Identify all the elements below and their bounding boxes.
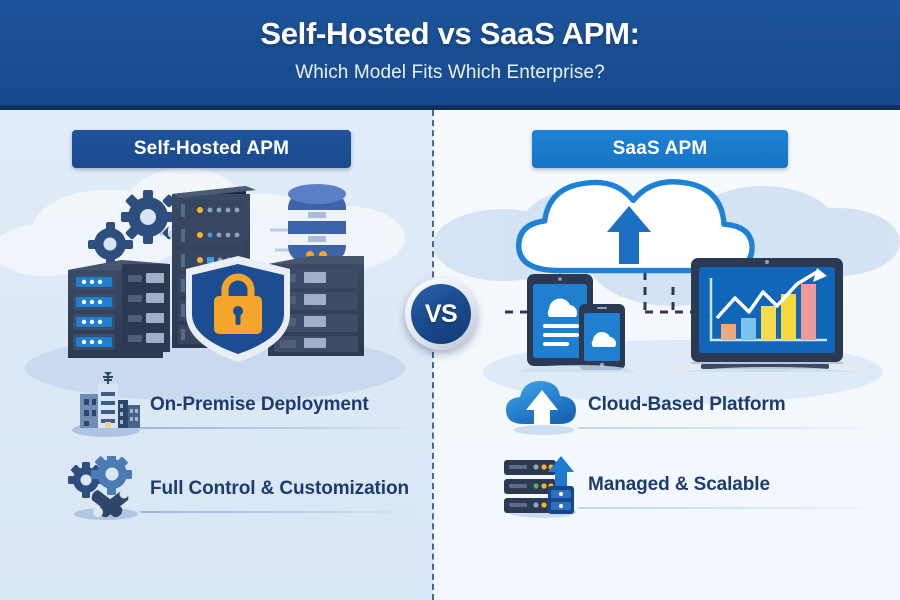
wrench-icon: [91, 489, 129, 518]
page-subtitle: Which Model Fits Which Enterprise?: [295, 62, 605, 83]
heading-self-hosted: Self-Hosted APM: [72, 130, 351, 168]
database-icon: [288, 184, 346, 262]
feature-label: Managed & Scalable: [588, 474, 770, 495]
phone-device-icon: [579, 304, 625, 370]
feature-label: On-Premise Deployment: [150, 394, 369, 415]
illustration-cloud-devices: [505, 172, 895, 372]
cloud-upload-icon: [500, 372, 588, 438]
feature-label: Cloud-Based Platform: [588, 394, 786, 415]
chart-trend-line: [715, 270, 818, 320]
heading-saas-label: SaaS APM: [612, 138, 708, 159]
illustration-server-racks: [60, 172, 400, 372]
feature-underline: [578, 507, 878, 509]
feature-cloud-based-platform[interactable]: Cloud-Based Platform: [500, 372, 878, 438]
heading-saas: SaaS APM: [532, 130, 788, 168]
office-building-icon: [62, 368, 150, 438]
feature-managed-scalable[interactable]: Managed & Scalable: [500, 452, 878, 518]
feature-full-control-customization[interactable]: Full Control & Customization: [62, 454, 418, 522]
page-title: Self-Hosted vs SaaS APM:: [260, 16, 640, 51]
vs-badge-label: VS: [411, 284, 471, 344]
server-rack-left: [68, 260, 170, 358]
security-shield-icon: [186, 256, 290, 362]
panel-divider: [432, 110, 434, 600]
cloud-upload-graphic: [516, 179, 755, 274]
chart-bars: [721, 284, 816, 340]
feature-label: Full Control & Customization: [150, 478, 409, 499]
heading-self-hosted-label: Self-Hosted APM: [133, 138, 290, 159]
header-banner: Self-Hosted vs SaaS APM: Which Model Fit…: [0, 0, 900, 110]
small-server-front: [548, 486, 574, 514]
laptop-analytics-icon: [661, 258, 873, 372]
server-stack-arrow-icon: [500, 452, 588, 518]
feature-underline: [578, 427, 878, 429]
feature-underline: [140, 427, 418, 429]
feature-on-premise-deployment[interactable]: On-Premise Deployment: [62, 368, 418, 438]
tablet-device-icon: [527, 274, 593, 366]
feature-underline: [140, 511, 418, 513]
gears-wrench-icon: [62, 454, 150, 522]
vs-badge: VS: [405, 278, 477, 350]
